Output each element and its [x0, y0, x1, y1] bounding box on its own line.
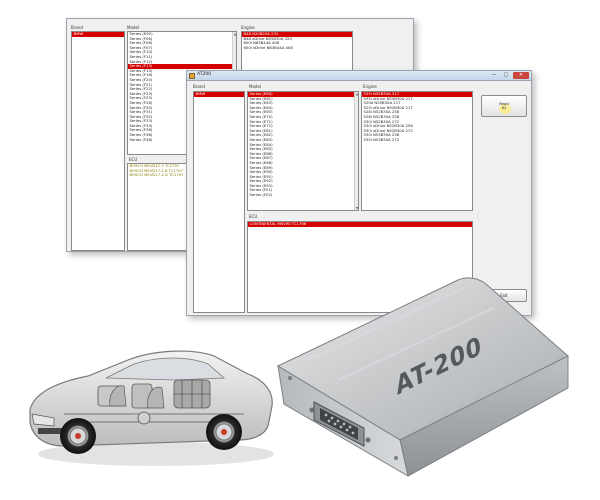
engine-list-item[interactable]: 650i xDrive N63B44A 408: [243, 45, 293, 50]
engine-list-item[interactable]: 535i N55B30A 317: [362, 92, 472, 97]
ecu-list-item[interactable]: BOSCH MEVD17.2.6 TC1797: [129, 168, 184, 173]
hover-highlight: [499, 104, 511, 114]
model-list-item[interactable]: Series (F06): [129, 36, 153, 41]
model-label: Model: [249, 84, 262, 89]
model-list-item[interactable]: Series (F46): [129, 133, 153, 138]
db15-connector-icon: [309, 401, 371, 447]
model-list-item[interactable]: Series (F13): [128, 64, 236, 69]
model-list-item[interactable]: Series (E89): [249, 165, 273, 170]
model-list-item[interactable]: Series (E82): [249, 133, 273, 138]
scroll-up-icon[interactable]: ▲: [355, 92, 359, 96]
read-id-label-line1: Read: [499, 101, 509, 106]
engine-label: Engine: [363, 84, 377, 89]
brand-label: Brand: [71, 25, 83, 30]
model-list-item[interactable]: Series (F30): [129, 105, 153, 110]
model-list[interactable]: Series (E60)Series (E61)Series (E63)Seri…: [247, 91, 359, 211]
close-button[interactable]: ✕: [513, 72, 529, 79]
model-list-item[interactable]: Series (E60): [248, 92, 358, 97]
model-list-item[interactable]: Series (E83): [249, 137, 273, 142]
model-list-item[interactable]: Series (E70): [249, 114, 273, 119]
model-list-item[interactable]: Series (F02): [249, 193, 273, 198]
model-list-item[interactable]: Series (F26): [129, 100, 153, 105]
title-bar[interactable]: AT200 — □ ✕: [187, 71, 531, 81]
model-list-item[interactable]: Series (E61): [249, 96, 273, 101]
brand-list[interactable]: BMW: [193, 91, 245, 313]
ecu-label: ECU: [129, 157, 138, 162]
engine-list-item[interactable]: B48 xDrive N55B30A 320: [243, 36, 292, 41]
model-list-item[interactable]: Series (F33): [129, 119, 153, 124]
model-list-item[interactable]: Series (E71): [249, 119, 273, 124]
scroll-down-icon[interactable]: ▼: [355, 206, 359, 210]
model-list-item[interactable]: Series (E90): [249, 170, 273, 175]
engine-list-item[interactable]: 530i N53B30A 258: [363, 133, 400, 138]
model-list-item[interactable]: Series (E65): [249, 110, 273, 115]
model-list-item[interactable]: Series (F31): [129, 110, 153, 115]
brand-list[interactable]: BMW: [71, 31, 125, 251]
model-list-item[interactable]: Series (E63): [249, 101, 273, 106]
engine-list-item[interactable]: 530i xDrive N52B30A 272: [363, 128, 413, 133]
engine-list-item[interactable]: B48 N20B20A 231: [242, 32, 352, 37]
engine-list-item[interactable]: 520d N55B30A 217: [363, 101, 401, 106]
model-list-item[interactable]: Series (F12): [129, 59, 153, 64]
model-list-item[interactable]: Series (F22): [129, 87, 153, 92]
engine-label: Engine: [241, 25, 255, 30]
model-list-item[interactable]: Series (F20): [129, 77, 153, 82]
ecu-list-item[interactable]: BOSCH MEVD17.2.G TC1797: [129, 173, 184, 178]
model-list-item[interactable]: Series (F07): [129, 45, 153, 50]
ecu-list-item[interactable]: BOSCH MEVD17.2 TC1797: [129, 164, 180, 168]
car-cutaway-illustration: [29, 350, 274, 466]
engine-list-item[interactable]: 528i N52B30A 258: [363, 110, 400, 115]
app-icon: [189, 73, 195, 79]
model-list-item[interactable]: Series (F23): [129, 91, 153, 96]
brand-label: Brand: [193, 84, 205, 89]
model-list-item[interactable]: Series (F21): [129, 82, 153, 87]
engine-list-item[interactable]: 528i N52B30A 258: [363, 114, 400, 119]
at200-device: AT-200: [276, 277, 569, 478]
scroll-up-icon[interactable]: ▲: [233, 32, 237, 36]
engine-list-item[interactable]: 525i xDrive N52B30A 217: [363, 105, 413, 110]
model-list-item[interactable]: Series (E87): [249, 156, 273, 161]
read-id-button[interactable]: Read ID: [481, 95, 527, 117]
engine-list-item[interactable]: 530i N53B30A 272: [363, 137, 400, 142]
model-list-item[interactable]: Series (E85): [249, 147, 273, 152]
front-app-window: AT200 — □ ✕ Brand Model Engine BMW Serie…: [186, 70, 532, 316]
model-list-item[interactable]: Series (E93): [249, 183, 273, 188]
model-list-item[interactable]: Series (F15): [129, 68, 153, 73]
minimize-button[interactable]: —: [491, 72, 497, 78]
model-list-item[interactable]: Series (F06): [129, 41, 153, 46]
window-title: AT200: [197, 72, 212, 77]
model-list-item[interactable]: Series (F16): [129, 73, 153, 78]
read-id-label-line2: ID: [501, 105, 507, 111]
model-list-item[interactable]: Series (F48): [129, 137, 153, 142]
model-label: Model: [127, 25, 140, 30]
model-list-item[interactable]: Series (F11): [129, 54, 153, 59]
model-list-item[interactable]: Series (F01): [249, 188, 273, 193]
model-list-item[interactable]: Series (F36): [129, 128, 153, 133]
model-list-item[interactable]: Series (E64): [249, 105, 273, 110]
model-list-item[interactable]: Series (E91): [249, 174, 273, 179]
ecu-list-item[interactable]: CONTINENTAL MSV90 TC1796: [248, 222, 472, 227]
engine-list-item[interactable]: 650i N63B44A 408: [243, 41, 280, 46]
maximize-button[interactable]: □: [503, 72, 509, 78]
brand-list-item[interactable]: BMW: [72, 32, 124, 37]
model-list-item[interactable]: Series (E72): [249, 124, 273, 129]
model-list-item[interactable]: Series (E86): [249, 151, 273, 156]
model-list-item[interactable]: Series (E92): [249, 179, 273, 184]
model-list-item[interactable]: Series (F10): [129, 50, 153, 55]
model-list-item[interactable]: Series (E92): [129, 32, 153, 36]
model-list-item[interactable]: Series (E84): [249, 142, 273, 147]
model-list-item[interactable]: Series (E88): [249, 160, 273, 165]
engine-list-item[interactable]: 530i xDrive N52B30A 258: [363, 124, 413, 129]
brand-list-item[interactable]: BMW: [194, 92, 244, 97]
engine-list-item[interactable]: 535i xDrive N55B30A 217: [363, 96, 413, 101]
model-list-item[interactable]: Series (F34): [129, 123, 153, 128]
model-list-scrollbar[interactable]: ▲ ▼: [354, 92, 358, 210]
ecu-label: ECU: [249, 214, 258, 219]
model-list-item[interactable]: Series (E81): [249, 128, 273, 133]
engine-list-item[interactable]: 530i N52B30A 272: [363, 119, 400, 124]
model-list-item[interactable]: Series (F25): [129, 96, 153, 101]
model-list-item[interactable]: Series (F32): [129, 114, 153, 119]
